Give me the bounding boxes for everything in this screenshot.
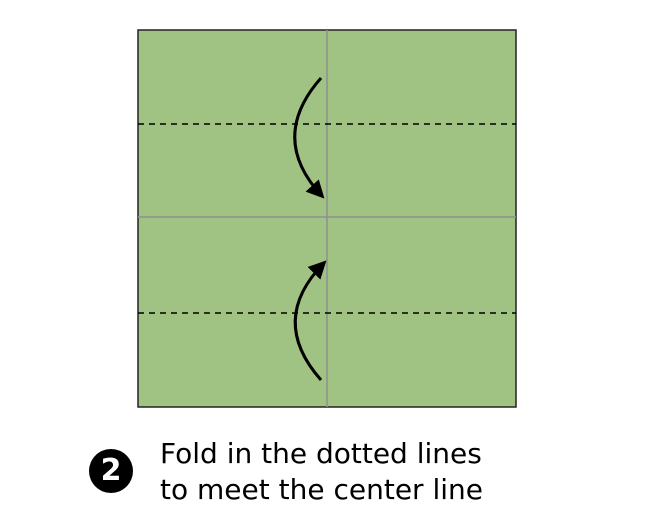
caption-line-2: to meet the center line xyxy=(160,473,483,506)
step-caption: Fold in the dotted lines to meet the cen… xyxy=(160,436,580,508)
step-number-badge: 2 xyxy=(89,449,133,493)
fold-up-arrow-icon xyxy=(293,260,327,381)
caption-line-1: Fold in the dotted lines xyxy=(160,437,482,470)
fold-down-arrow-icon xyxy=(293,77,325,199)
